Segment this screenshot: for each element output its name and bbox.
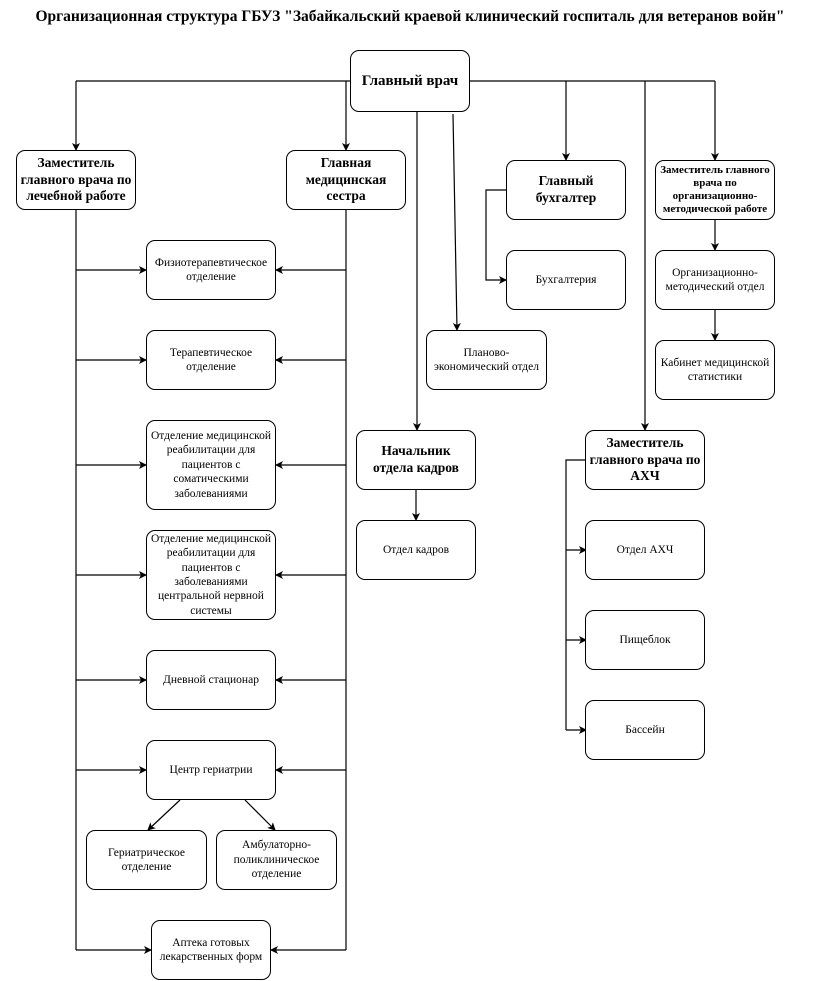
- planning-economic-node: Планово-экономический отдел: [426, 330, 547, 390]
- aho-dept-node: Отдел АХЧ: [585, 520, 705, 580]
- diagram-title: Организационная структура ГБУЗ "Забайкал…: [35, 8, 785, 25]
- hr-dept-node: Отдел кадров: [356, 520, 476, 580]
- geriatrics-center-node: Центр гериатрии: [146, 740, 276, 800]
- deputy-medical-node: Заместитель главного врача по лечебной р…: [16, 150, 136, 210]
- outpatient-node: Амбулаторно-поликлиническое отделение: [216, 830, 337, 890]
- pharmacy-node: Аптека готовых лекарственных форм: [151, 920, 271, 980]
- catering-node: Пищеблок: [585, 610, 705, 670]
- hr-head-node: Начальник отдела кадров: [356, 430, 476, 490]
- org-method-dept-node: Организационно-методический отдел: [655, 250, 775, 310]
- head-nurse-node: Главная медицинская сестра: [286, 150, 406, 210]
- chief-physician-node: Главный врач: [350, 50, 470, 112]
- rehab-somatic-node: Отделение медицинской реабилитации для п…: [146, 420, 276, 510]
- accounting-node: Бухгалтерия: [506, 250, 626, 310]
- day-hospital-node: Дневной стационар: [146, 650, 276, 710]
- physiotherapy-node: Физиотерапевтическое отделение: [146, 240, 276, 300]
- med-statistics-node: Кабинет медицинской статистики: [655, 340, 775, 400]
- geriatric-dept-node: Гериатрическое отделение: [86, 830, 207, 890]
- pool-node: Бассейн: [585, 700, 705, 760]
- therapy-node: Терапевтическое отделение: [146, 330, 276, 390]
- deputy-org-method-node: Заместитель главного врача по организаци…: [655, 160, 775, 220]
- deputy-aho-node: Заместитель главного врача по АХЧ: [585, 430, 705, 490]
- rehab-cns-node: Отделение медицинской реабилитации для п…: [146, 530, 276, 620]
- chief-accountant-node: Главный бухгалтер: [506, 160, 626, 220]
